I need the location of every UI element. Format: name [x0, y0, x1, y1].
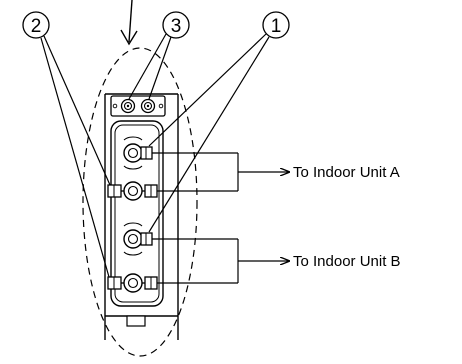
- valve-plate: [110, 120, 164, 307]
- service-ports: [110, 95, 166, 117]
- label-indoor-unit-b: To Indoor Unit B: [293, 253, 401, 270]
- callout-3: 3: [128, 11, 190, 100]
- label-indoor-unit-a: To Indoor Unit A: [293, 164, 400, 181]
- service-port-right: [140, 98, 156, 114]
- callout-1-label: 1: [271, 16, 282, 37]
- connector-unit-b: [157, 238, 289, 284]
- callout-2-label: 2: [31, 16, 42, 37]
- valve-a-liquid: [107, 181, 158, 201]
- view-direction-arrow: [120, 0, 138, 46]
- valve-b-gas: [123, 222, 158, 256]
- unit-panel: [104, 93, 179, 340]
- callout-3-label: 3: [171, 16, 182, 37]
- callout-1: 1: [148, 11, 290, 233]
- highlight-ellipse: [82, 47, 198, 357]
- connector-unit-a: [157, 152, 289, 192]
- valve-b-liquid: [107, 273, 158, 293]
- callout-2: 2: [22, 11, 111, 278]
- service-port-left: [120, 98, 136, 114]
- valve-a-gas: [123, 136, 158, 170]
